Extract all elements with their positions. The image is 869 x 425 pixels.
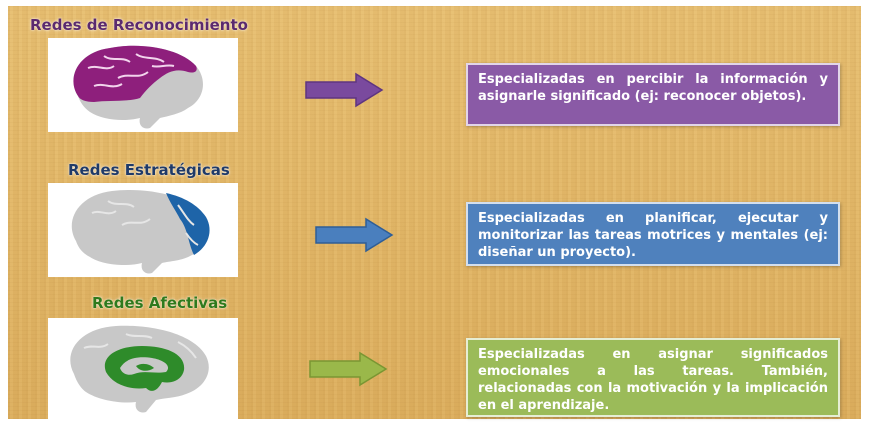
title-redes-reconocimiento: Redes de Reconocimiento	[30, 16, 248, 34]
arrow-right-icon	[309, 351, 388, 387]
arrow-estrategicas	[314, 217, 394, 253]
arrow-reconocimiento	[304, 72, 384, 108]
title-redes-afectivas: Redes Afectivas	[92, 294, 228, 312]
brain-icon	[73, 45, 203, 129]
slide-background: Redes de Reconocimiento Especializadas e…	[8, 6, 861, 419]
title-redes-estrategicas: Redes Estratégicas	[68, 161, 230, 179]
description-estrategicas: Especializadas en planificar, ejecutar y…	[466, 202, 840, 266]
arrow-right-icon	[315, 217, 394, 253]
brain-image-estrategicas	[48, 183, 238, 277]
brain-image-afectivas	[48, 318, 238, 419]
description-reconocimiento: Especializadas en percibir la informació…	[466, 63, 840, 126]
brain-image-reconocimiento	[48, 38, 238, 132]
arrow-right-icon	[305, 72, 384, 108]
brain-icon	[70, 325, 209, 413]
arrow-afectivas	[308, 351, 388, 387]
brain-icon	[71, 190, 210, 274]
description-afectivas: Especializadas en asignar significados e…	[466, 338, 840, 417]
